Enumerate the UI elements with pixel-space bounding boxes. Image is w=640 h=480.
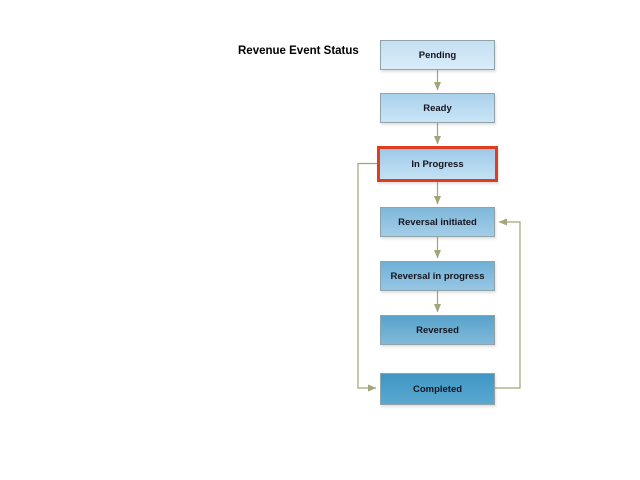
arrow-completed-to-reversal-initiated-right-loop — [494, 218, 521, 389]
node-reversed-label: Reversed — [416, 324, 459, 336]
node-pending-label: Pending — [418, 49, 457, 61]
node-reversal-in-progress: Reversal in progress — [380, 261, 495, 291]
node-reversal-in-progress-label: Reversal in progress — [390, 270, 485, 282]
diagram-title: Revenue Event Status — [238, 45, 359, 57]
node-ready-label: Ready — [423, 102, 452, 114]
node-in-progress-highlighted: In Progress — [377, 146, 498, 182]
node-completed: Completed — [380, 373, 495, 405]
node-reversal-initiated-label: Reversal initiated — [398, 216, 477, 228]
arrow-in-progress-to-completed-left-loop — [357, 162, 377, 392]
node-pending: Pending — [380, 40, 495, 70]
node-completed-label: Completed — [412, 383, 463, 395]
node-ready: Ready — [380, 93, 495, 123]
node-reversal-initiated: Reversal initiated — [380, 207, 495, 237]
node-in-progress-label: In Progress — [411, 158, 464, 170]
node-reversed: Reversed — [380, 315, 495, 345]
